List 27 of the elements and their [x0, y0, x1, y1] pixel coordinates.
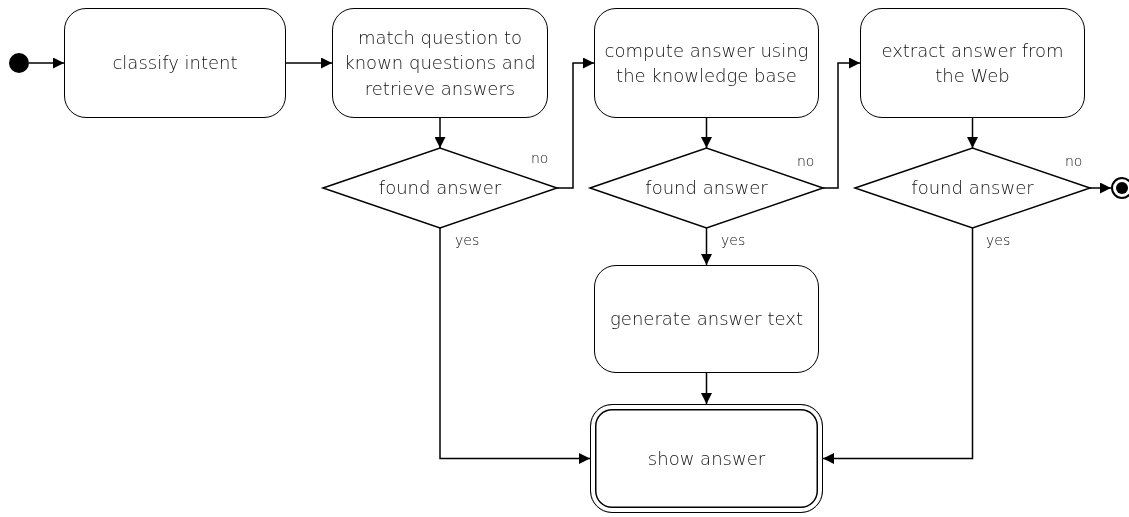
arrow — [434, 117, 446, 149]
arrow — [822, 57, 861, 189]
node-label: generate answer text — [610, 307, 803, 332]
process-box — [594, 265, 819, 373]
arrow — [556, 57, 595, 189]
node-label: found answer — [645, 176, 768, 201]
node-label: show answer — [647, 446, 766, 471]
node-label: found answer — [378, 176, 502, 201]
final-state-box — [590, 404, 823, 513]
node-label: extract answer from the Web — [880, 38, 1065, 88]
arrow — [967, 117, 978, 149]
arrow — [439, 227, 591, 464]
arrow — [285, 57, 333, 69]
node-label: match question to known questions and retrieve answers — [343, 26, 537, 101]
process-box — [64, 8, 286, 118]
arrow — [28, 57, 65, 69]
node-label: compute answer using the knowledge base — [603, 38, 810, 88]
process-box — [332, 8, 548, 118]
arrow — [822, 227, 974, 464]
node-label: classify intent — [112, 51, 238, 76]
arrow — [1089, 182, 1112, 194]
process-box — [860, 8, 1085, 118]
node-label: found answer — [911, 176, 1034, 201]
arrow — [701, 227, 712, 266]
arrow — [701, 372, 712, 405]
arrow — [701, 117, 712, 149]
process-box — [594, 8, 819, 118]
